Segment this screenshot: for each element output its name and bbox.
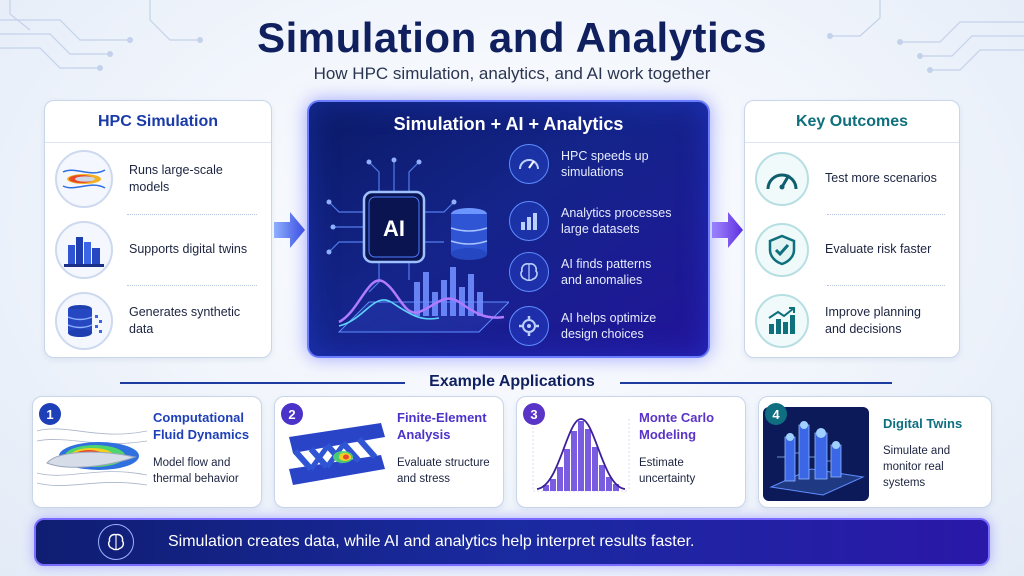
brain-icon	[509, 252, 549, 292]
app-card-cfd: 1 Computational Fluid Dynamics Model flo…	[32, 396, 262, 508]
app-title: Computational Fluid Dynamics	[153, 410, 250, 442]
arrow-right-icon	[712, 212, 743, 248]
list-item: Test more scenarios	[745, 143, 959, 214]
simulation-ai-analytics-panel: Simulation + AI + Analytics AI HPC	[307, 100, 710, 358]
ai-chip-label: AI	[383, 216, 405, 241]
item-text: Runs large-scale models	[129, 162, 223, 194]
applications-title: Example Applications	[429, 373, 595, 390]
app-desc: Estimate uncertainty	[639, 457, 696, 485]
app-title: Digital Twins	[883, 416, 963, 431]
item-text: Generates synthetic data	[129, 304, 241, 336]
section-divider	[620, 382, 892, 384]
app-card-monte-carlo: 3 Monte Carlo Modeling Estimate uncertai…	[516, 396, 746, 508]
key-outcomes-title: Key Outcomes	[745, 101, 959, 143]
truss-structure-illustration	[289, 423, 385, 485]
list-item: Improve planning and decisions	[745, 285, 959, 356]
feature-item: HPC speeds up simulations	[509, 144, 671, 184]
feature-item: Analytics processes large datasets	[509, 201, 681, 241]
app-title: Finite-Element Analysis	[397, 410, 487, 442]
item-text: Improve planning and decisions	[825, 304, 921, 336]
number-badge: 2	[281, 403, 303, 425]
speedometer-icon	[509, 144, 549, 184]
digital-twin-illustration	[763, 407, 869, 501]
bar-chart-icon	[509, 201, 549, 241]
database-icon	[55, 291, 113, 350]
airflow-model-icon	[55, 149, 113, 208]
app-card-digital-twins: 4 Digital Twins Simulate and monitor rea…	[758, 396, 992, 508]
number-badge: 4	[765, 403, 787, 425]
center-panel-title: Simulation + AI + Analytics	[393, 114, 624, 134]
list-item: Evaluate risk faster	[745, 214, 959, 285]
app-card-fea: 2 Finite-Element Analysis Evaluate struc…	[274, 396, 504, 508]
distribution-curve-illustration	[532, 418, 630, 492]
item-text: Supports digital twins	[129, 242, 248, 256]
feature-text: Analytics processes large datasets	[561, 206, 672, 236]
gauge-icon	[755, 151, 809, 206]
item-text: Test more scenarios	[825, 171, 937, 185]
page-title: Simulation and Analytics	[257, 14, 767, 61]
growth-chart-icon	[755, 293, 809, 348]
gear-icon	[509, 306, 549, 346]
section-divider	[120, 382, 405, 384]
list-item: Supports digital twins	[45, 214, 271, 285]
app-desc: Simulate and monitor real systems	[883, 445, 951, 489]
feature-text: HPC speeds up simulations	[561, 149, 649, 179]
city-skyline-icon	[55, 220, 113, 279]
key-outcomes-card: Key Outcomes Test more scenarios Evaluat…	[744, 100, 960, 358]
arrow-right-icon	[274, 212, 305, 248]
number-badge: 3	[523, 403, 545, 425]
ai-chip-illustration: AI	[326, 157, 509, 333]
app-title: Monte Carlo Modeling	[639, 410, 715, 442]
hpc-simulation-title: HPC Simulation	[45, 101, 271, 143]
app-desc: Model flow and thermal behavior	[153, 457, 239, 485]
app-desc: Evaluate structure and stress	[397, 457, 490, 485]
feature-item: AI helps optimize design choices	[509, 306, 681, 346]
hpc-simulation-card: HPC Simulation Runs large-scale models S…	[44, 100, 272, 358]
page-subtitle: How HPC simulation, analytics, and AI wo…	[313, 64, 711, 83]
item-text: Evaluate risk faster	[825, 242, 932, 256]
fluid-dynamics-illustration	[37, 428, 147, 486]
feature-item: AI finds patterns and anomalies	[509, 252, 661, 292]
summary-text: Simulation creates data, while AI and an…	[168, 533, 695, 550]
summary-banner: Simulation creates data, while AI and an…	[34, 518, 990, 566]
number-badge: 1	[39, 403, 61, 425]
list-item: Generates synthetic data	[45, 285, 271, 356]
feature-text: AI finds patterns and anomalies	[561, 257, 652, 287]
brain-icon	[98, 524, 134, 560]
list-item: Runs large-scale models	[45, 143, 271, 214]
feature-text: AI helps optimize design choices	[561, 311, 657, 341]
shield-check-icon	[755, 222, 809, 277]
